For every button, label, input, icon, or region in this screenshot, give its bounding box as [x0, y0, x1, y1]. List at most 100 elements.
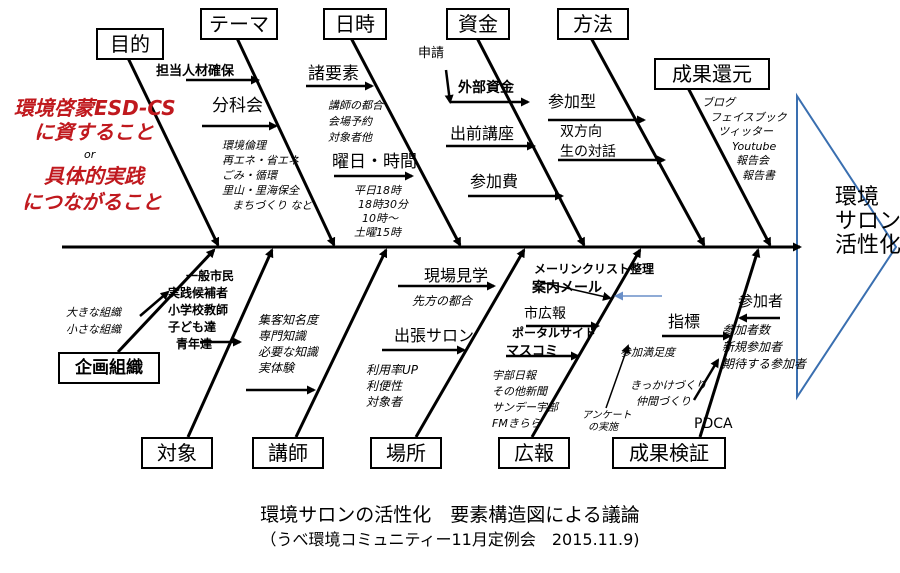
verify-participant-item-3: 期待する参加者 — [722, 357, 807, 371]
target-items: 一般市民 実践候補者 小学校教師 子ども達 青年達 — [168, 268, 234, 353]
verify-satisfaction: 参加満足度 — [620, 346, 675, 359]
purpose-line-1: 環境啓蒙ESD-CS — [14, 96, 176, 120]
verify-participants: 参加者 — [738, 292, 784, 310]
results-return-item-3: ツィッター — [718, 125, 773, 138]
organizer-item-1: 大きな組織 — [66, 306, 121, 319]
lecturer-item-2: 専門知識 — [258, 329, 307, 343]
category-place: 場所 — [370, 437, 442, 469]
category-datetime: 日時 — [323, 8, 387, 40]
bone-verify — [698, 248, 761, 438]
category-method: 方法 — [557, 8, 629, 40]
target-item-4: 子ども達 — [168, 320, 217, 334]
target-item-2: 実践候補者 — [168, 286, 229, 300]
verify-trigger-2: 仲間づくり — [636, 395, 691, 408]
theme-topics: 環境倫理 再エネ・省エネ ごみ・循環 里山・里海保全 まちづくり など — [222, 138, 313, 213]
target-item-3: 小学校教師 — [168, 303, 229, 317]
publicity-media-1: 宇部日報 — [492, 369, 536, 382]
place-attr-2: 利便性 — [366, 379, 403, 393]
theme-subcommittee: 分科会 — [212, 96, 263, 116]
purpose-or: or — [84, 148, 96, 161]
category-publicity: 広報 — [498, 437, 570, 469]
organizer-item-2: 小さな組織 — [66, 323, 121, 336]
effect-line-3: 活性化 — [835, 233, 900, 258]
verify-trigger: きっかけづくり 仲間づくり — [630, 378, 707, 410]
category-results-return: 成果還元 — [654, 58, 770, 90]
category-theme: テーマ — [200, 8, 278, 40]
sub-verify-survey — [605, 344, 630, 409]
datetime-time-4: 土曜15時 — [354, 226, 401, 239]
results-return-item-4: Youtube — [732, 139, 777, 153]
bone-publicity — [530, 248, 642, 438]
datetime-misc-item-2: 会場予約 — [328, 115, 372, 128]
verify-survey-1: アンケート — [582, 410, 632, 421]
place-attr-3: 対象者 — [366, 395, 403, 409]
caption-title: 環境サロンの活性化 要素構造図による議論 — [260, 504, 640, 526]
datetime-misc-items: 講師の都合 会場予約 対象者他 — [328, 98, 383, 146]
category-results-verify: 成果検証 — [612, 437, 726, 469]
sub-verify-trigger — [692, 358, 720, 401]
purpose-line-3: 具体的実践 — [44, 164, 144, 188]
verify-pdca: PDCA — [694, 416, 733, 432]
publicity-city: 市広報 — [524, 306, 566, 322]
verify-indicator: 指標 — [668, 312, 701, 331]
publicity-media-2: その他新聞 — [492, 385, 547, 398]
method-interactive-1: 双方向 — [560, 124, 602, 140]
verify-trigger-1: きっかけづくり — [630, 379, 707, 392]
organizer-items: 大きな組織 小さな組織 — [66, 304, 121, 338]
category-lecturer: 講師 — [252, 437, 324, 469]
verify-participant-item-2: 新規参加者 — [722, 340, 783, 354]
publicity-portal: ポータルサイト — [512, 326, 597, 340]
place-host: 先方の都合 — [412, 294, 473, 308]
bone-results-return — [684, 83, 772, 247]
purpose-line-2: に資すること — [34, 120, 154, 144]
theme-topic-4: 里山・里海保全 — [222, 184, 299, 197]
sub-funding-application — [444, 69, 454, 104]
datetime-misc-item-3: 対象者他 — [328, 131, 372, 144]
method-interactive: 双方向 生の対話 — [560, 122, 616, 162]
publicity-media-4: FMきらら — [492, 417, 541, 430]
datetime-time-3: 10時～ — [362, 212, 398, 225]
datetime-times: 平日18時 18時30分 10時～ 土曜15時 — [354, 184, 408, 240]
method-interactive-2: 生の対話 — [560, 144, 616, 160]
bone-place — [414, 248, 526, 438]
target-item-1: 一般市民 — [186, 269, 235, 283]
place-attrs: 利用率UP 利便性 対象者 — [366, 362, 418, 410]
publicity-mailing: メーリンクリスト整理 — [534, 262, 655, 276]
lecturer-item-3: 必要な知識 — [258, 345, 319, 359]
bone-purpose — [126, 57, 220, 247]
theme-staff: 担当人材確保 — [156, 64, 235, 79]
theme-topic-1: 環境倫理 — [222, 139, 266, 152]
category-organizer: 企画組織 — [58, 352, 160, 384]
purpose-line-4: につながること — [22, 190, 162, 214]
sub-organizer — [139, 290, 170, 317]
bone-theme — [234, 35, 336, 247]
datetime-misc-item-1: 講師の都合 — [328, 99, 383, 112]
category-funding: 資金 — [446, 8, 510, 40]
place-field-trip: 現場見学 — [424, 266, 489, 285]
results-return-item-2: フェイスブック — [710, 110, 787, 124]
lecturer-item-1: 集客知名度 — [258, 313, 319, 327]
place-attr-1: 利用率UP — [366, 363, 419, 377]
results-return-items: ブログ フェイスブック ツィッター Youtube 報告会 報告書 — [702, 96, 787, 183]
bone-organizer — [116, 248, 216, 354]
theme-topic-5: まちづくり など — [232, 199, 313, 212]
lecturer-item-4: 実体験 — [258, 361, 295, 375]
theme-topic-2: 再エネ・省エネ — [222, 154, 299, 167]
caption-subtitle: （うべ環境コミュニティー11月定例会 2015.11.9) — [260, 530, 640, 549]
publicity-invite: 案内メール — [532, 280, 602, 296]
category-target: 対象 — [141, 437, 213, 469]
datetime-daytime: 曜日・時間 — [332, 152, 417, 172]
theme-topic-3: ごみ・循環 — [222, 169, 277, 182]
effect-line-2: サロンの — [835, 209, 900, 234]
effect-line-1: 環境 — [835, 185, 880, 210]
funding-delivery: 出前講座 — [450, 124, 515, 143]
datetime-time-2: 18時30分 — [358, 198, 408, 211]
category-purpose: 目的 — [96, 28, 164, 60]
datetime-misc: 諸要素 — [308, 64, 359, 84]
results-return-item-5: 報告会 — [736, 154, 769, 167]
datetime-time-1: 平日18時 — [354, 184, 401, 197]
bone-lecturer — [294, 248, 388, 438]
funding-external: 外部資金 — [458, 80, 514, 96]
verify-survey-2: の実施 — [588, 422, 618, 433]
